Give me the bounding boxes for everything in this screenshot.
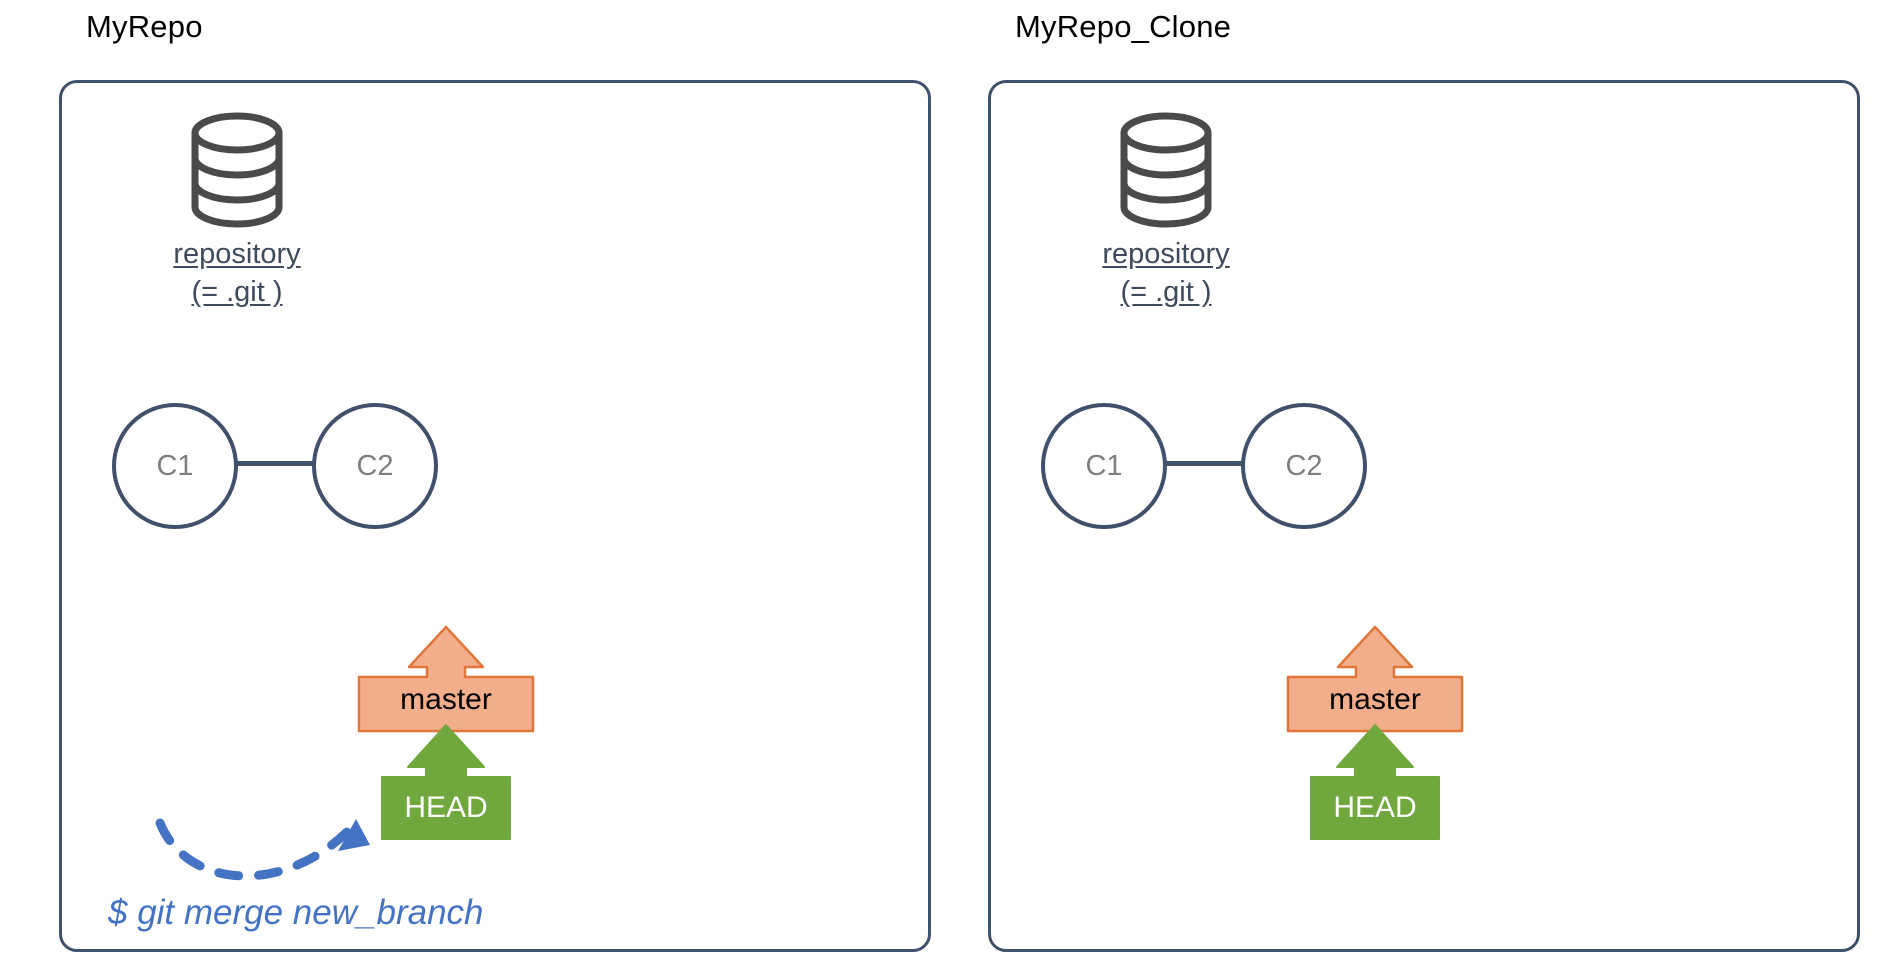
database-icon (1120, 112, 1212, 228)
commit-node-c2: C2 (1241, 403, 1367, 529)
repository-label-line1: repository (173, 238, 301, 270)
git-command-text: $ git merge new_branch (108, 893, 484, 932)
repository-group: repository (= .git ) (122, 111, 352, 312)
commit-graph: C1 C2 (1041, 403, 1401, 543)
head-pointer: HEAD (380, 723, 512, 841)
repo-panel-myrepo-clone: repository (= .git ) C1 C2 master HEAD (988, 80, 1860, 952)
commit-edge-c1-c2 (232, 461, 318, 466)
master-arrow-shape (357, 625, 535, 733)
commit-node-c1: C1 (112, 403, 238, 529)
database-icon (191, 112, 283, 228)
head-arrow-shape (1310, 724, 1440, 840)
commit-edge-c1-c2 (1161, 461, 1247, 466)
branch-pointer-master: master (357, 625, 535, 733)
branch-pointer-master: master (1286, 625, 1464, 733)
panel-title-myrepo: MyRepo (86, 9, 203, 44)
commit-node-c2: C2 (312, 403, 438, 529)
commit-graph: C1 C2 (112, 403, 472, 543)
repository-label-line1: repository (1102, 238, 1230, 270)
repository-label-line2: (= .git ) (1120, 276, 1212, 309)
panel-title-myrepo-clone: MyRepo_Clone (1015, 9, 1232, 44)
repository-label: repository (= .git ) (1051, 235, 1281, 312)
repo-panel-myrepo: repository (= .git ) C1 C2 master HEAD (59, 80, 931, 952)
merge-dashed-arrow-icon (155, 818, 370, 881)
repository-label-line2: (= .git ) (191, 276, 283, 309)
commit-node-c1: C1 (1041, 403, 1167, 529)
repository-group: repository (= .git ) (1051, 111, 1281, 312)
head-pointer: HEAD (1309, 723, 1441, 841)
repository-label: repository (= .git ) (122, 235, 352, 312)
master-arrow-shape (1286, 625, 1464, 733)
head-arrow-shape (381, 724, 511, 840)
